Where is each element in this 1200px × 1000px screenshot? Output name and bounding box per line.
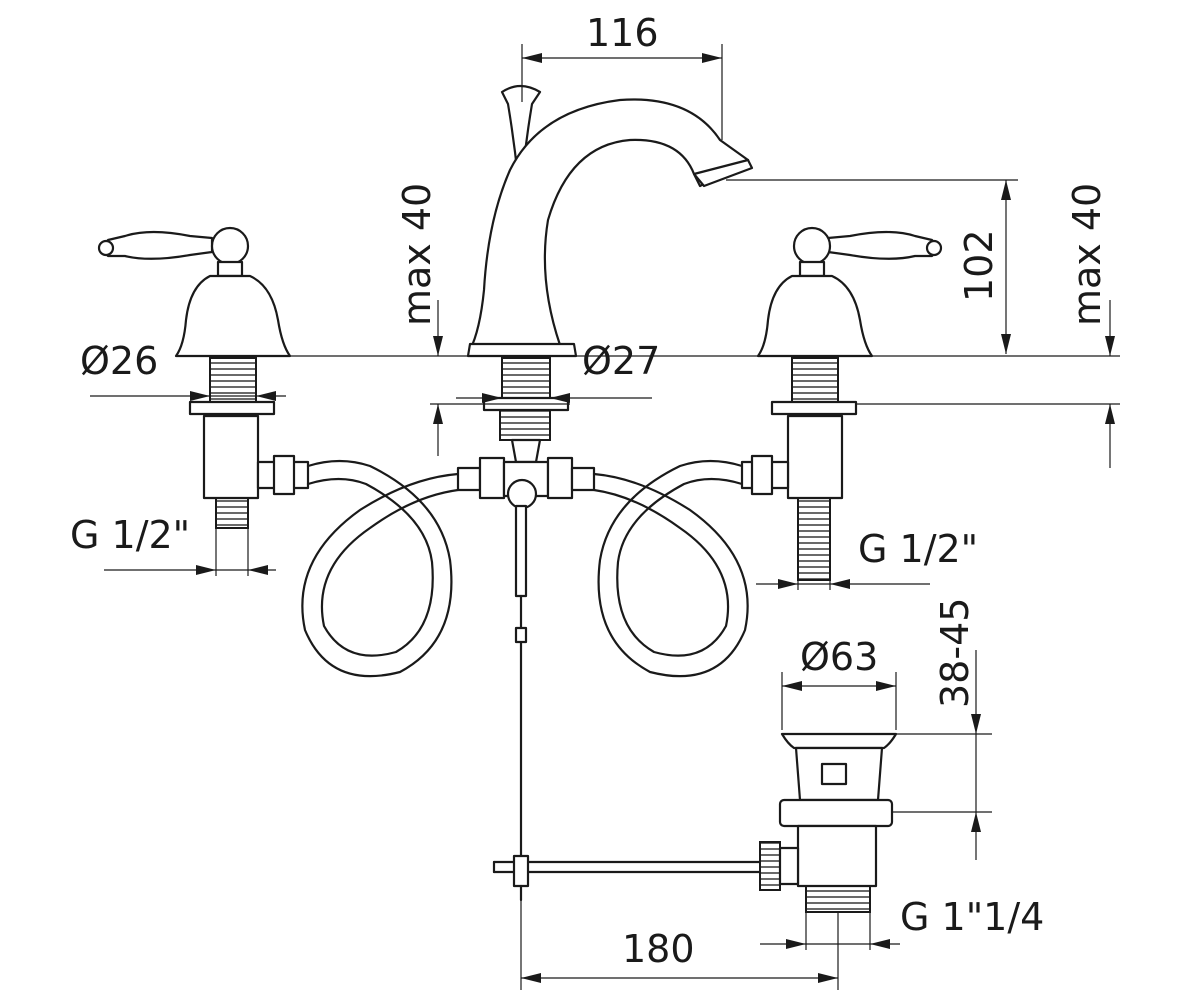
spout-stem	[510, 438, 542, 464]
spout-thread	[501, 357, 551, 399]
connecting-hoses	[256, 454, 790, 678]
popup-rod	[492, 504, 762, 902]
label-waste-range: 38-45	[933, 598, 977, 708]
label-thread-left: G 1/2"	[70, 513, 190, 557]
label-dia-spout: Ø27	[582, 339, 660, 383]
spout-body	[468, 98, 750, 352]
waste-assembly	[759, 732, 898, 913]
label-dia-waste: Ø63	[800, 635, 878, 679]
left-nut	[188, 400, 276, 416]
spout-aerator	[692, 158, 754, 188]
right-nut	[770, 400, 858, 416]
label-dia-handle: Ø26	[80, 339, 158, 383]
label-thread-right: G 1/2"	[858, 527, 978, 571]
right-body	[786, 414, 844, 500]
dimension-labels: 116 Ø26 Ø27 G 1/2" G 1/2" Ø63 G 1"1/4 18…	[70, 11, 1109, 971]
label-max-right: max 40	[1065, 183, 1109, 326]
left-valve	[97, 226, 292, 529]
left-body	[202, 414, 260, 500]
left-lever-hub	[210, 226, 250, 266]
right-lever-hub	[792, 226, 832, 266]
dimensions	[90, 44, 1120, 990]
waste-flange	[780, 732, 898, 750]
right-bell	[756, 274, 874, 358]
left-lever	[102, 230, 214, 260]
spout-thread-lower	[499, 409, 551, 441]
right-hose	[592, 459, 749, 678]
label-spout-reach: 116	[586, 11, 659, 55]
label-spout-height: 102	[957, 229, 1001, 302]
label-waste-thread: G 1"1/4	[900, 895, 1044, 939]
label-spread: 180	[622, 927, 695, 971]
label-max-left: max 40	[395, 183, 439, 326]
left-bell	[174, 274, 292, 358]
left-hose	[301, 459, 460, 678]
spout-base	[466, 342, 578, 358]
spout-assembly	[466, 84, 754, 464]
right-lever	[826, 230, 938, 260]
right-valve	[756, 226, 943, 581]
